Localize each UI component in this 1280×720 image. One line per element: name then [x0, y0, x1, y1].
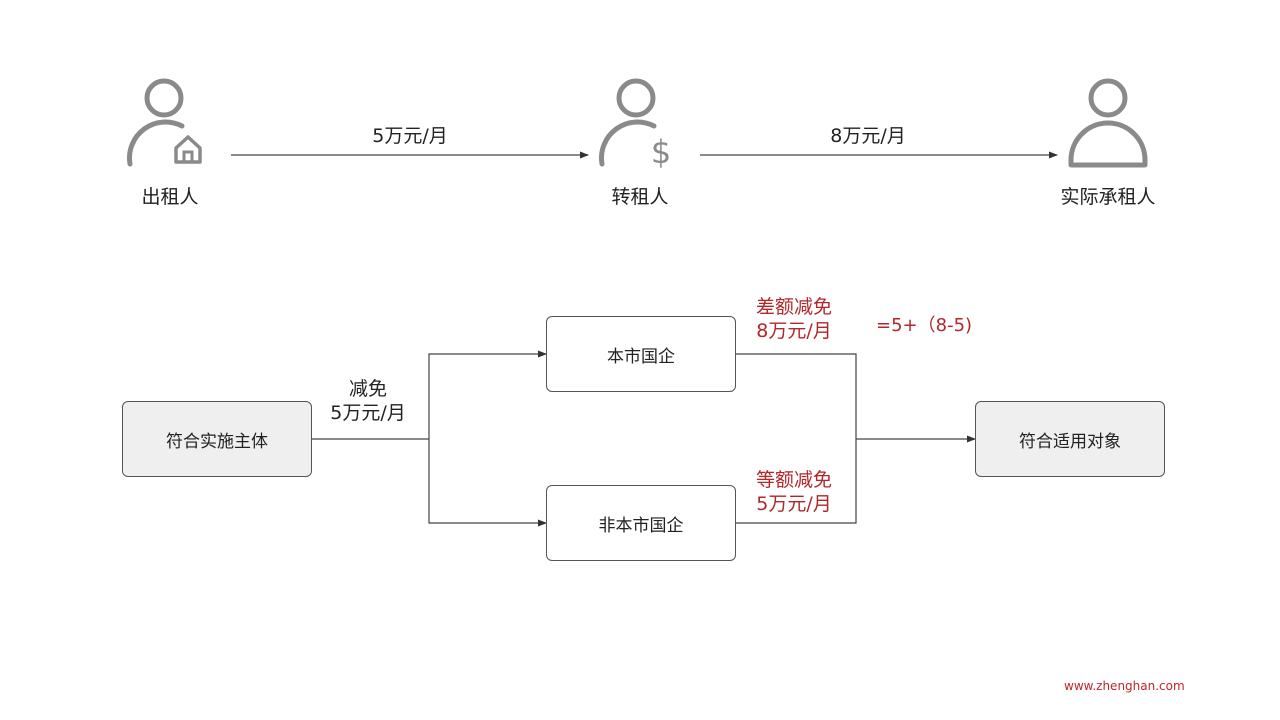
connector-local-merge: [736, 353, 857, 439]
person-house-icon: [127, 78, 202, 167]
nonlocal-soe-note-line2: 5万元/月: [756, 493, 832, 515]
person-icon: [1068, 78, 1148, 168]
local-soe-note: 差额减免 8万元/月: [744, 295, 844, 343]
tenant-person-icon: [1066, 78, 1150, 168]
source-box: 符合实施主体: [122, 401, 312, 477]
sublessor-person-icon: $: [594, 78, 678, 168]
party-label-tenant: 实际承租人: [1060, 186, 1156, 208]
nonlocal-soe-note-line1: 等额减免: [755, 469, 832, 491]
watermark-url: www.zhenghan.com: [1064, 679, 1185, 693]
source-edge-line2: 5万元/月: [330, 402, 406, 424]
source-edge-label: 减免 5万元/月: [318, 377, 418, 425]
lessor-person-icon: [124, 78, 208, 168]
party-label-sublessor: 转租人: [611, 186, 669, 208]
nonlocal-soe-box: 非本市国企: [546, 485, 736, 561]
target-box: 符合适用对象: [975, 401, 1165, 477]
local-soe-box: 本市国企: [546, 316, 736, 392]
party-label-lessor: 出租人: [141, 186, 199, 208]
edge-label-rent-5: 5万元/月: [372, 125, 448, 147]
connector-nonlocal-merge: [736, 439, 857, 524]
arrow-to-local-soe: [428, 350, 547, 439]
arrow-to-nonlocal-soe: [428, 439, 547, 527]
edge-label-rent-8: 8万元/月: [830, 125, 906, 147]
svg-text:$: $: [651, 133, 671, 168]
local-soe-note-line1: 差额减免: [755, 296, 832, 318]
person-dollar-icon: $: [599, 78, 671, 168]
source-edge-line1: 减免: [348, 378, 387, 400]
nonlocal-soe-note: 等额减免 5万元/月: [744, 468, 844, 516]
local-soe-note-line2: 8万元/月: [756, 320, 832, 342]
formula-note: =5+（8-5): [876, 315, 973, 336]
